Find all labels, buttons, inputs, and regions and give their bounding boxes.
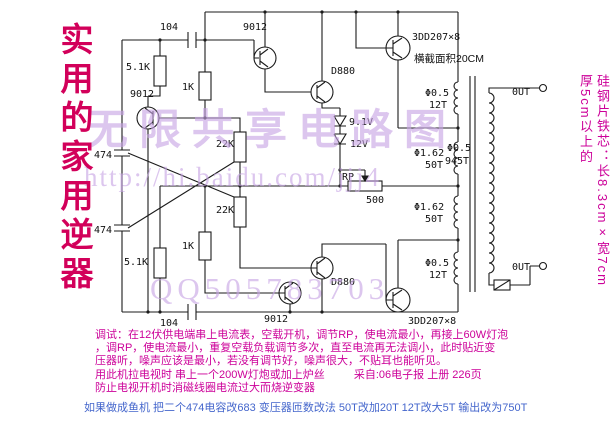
label-winding3-turns: 50T — [425, 214, 443, 225]
transformer-secondary-winding — [488, 92, 495, 274]
label-winding4-wire: Φ0.5 — [425, 258, 449, 269]
core-spec-line1: 硅钢片铁芯：长8.3cm×宽7cm — [595, 74, 610, 287]
transformer-primary-windings — [453, 81, 459, 285]
label-zener-9v1: 9.1V — [349, 117, 373, 128]
output-terminal-bottom — [538, 261, 548, 271]
label-winding1-wire: Φ0.5 — [425, 88, 449, 99]
label-transistor-9012-top: 9012 — [243, 22, 267, 33]
label-secondary-turns: 945T — [445, 156, 469, 167]
source-reference: 采自:06电子报 上册 226页 — [353, 368, 482, 381]
junction-dots — [146, 10, 460, 314]
fuse-symbol — [493, 279, 511, 291]
label-transistor-d880-bottom: D880 — [331, 277, 355, 288]
label-resistor-22k-bottom: 22K — [216, 205, 234, 216]
resistor-1k-top — [198, 71, 212, 101]
debug-notes: 调试：在12伏供电端串上电流表，空载开机，调节RP，使电流最小，再接上60W灯泡… — [95, 329, 610, 395]
title-char: 器 — [60, 257, 94, 293]
potentiometer-rp — [347, 170, 383, 192]
page-title: 实 用 的 家 用 逆 器 — [56, 22, 98, 295]
label-rp: RP — [342, 172, 354, 183]
label-12v: 12V — [350, 139, 368, 150]
label-capacitor-104-top: 104 — [160, 22, 178, 33]
transistor-3dd207-top — [385, 35, 411, 61]
label-capacitor-104-bottom: 104 — [160, 318, 178, 329]
zener-9v1 — [333, 108, 347, 134]
transistor-9012-left — [136, 106, 160, 130]
debug-note-line2: ，调RP，使电流最小，重复空载负载调节多次，直至电流再无法调小，此时贴近变 — [95, 342, 496, 355]
zener-12v — [333, 133, 347, 146]
label-transistor-9012-left: 9012 — [130, 89, 154, 100]
label-3dd207-top: 3DD207×8 — [412, 32, 460, 43]
label-resistor-5k1-top: 5.1K — [126, 62, 150, 73]
debug-note-line4: 用此机拉电视时 串上一个200W灯炮或加上炉丝 采自:06电子报 上册 226页 — [95, 369, 610, 382]
tv-usage-note: 用此机拉电视时 串上一个200W灯炮或加上炉丝 — [95, 368, 325, 381]
label-winding3-wire: Φ1.62 — [414, 202, 444, 213]
debug-note-line5: 防止电视开机时消磁线圈电流过大而烧逆变器 — [95, 381, 315, 394]
label-winding4-turns: 12T — [429, 270, 447, 281]
transistor-d880-bottom — [310, 256, 334, 280]
label-transistor-9012-bottom: 9012 — [264, 314, 288, 325]
capacitor-474-top — [114, 149, 130, 157]
label-rp-value: 500 — [366, 195, 384, 206]
title-char: 的 — [60, 101, 94, 137]
title-char: 家 — [60, 140, 94, 176]
label-3dd207-bottom: 3DD207×8 — [408, 316, 456, 327]
circuit-wires — [121, 11, 539, 313]
label-output-bottom: 0UT — [512, 262, 530, 273]
label-winding2-wire: Φ1.62 — [414, 148, 444, 159]
label-resistor-22k-top: 22K — [216, 139, 234, 150]
label-resistor-5k1-bottom: 5.1K — [124, 257, 148, 268]
debug-note-line3: 压器听，噪声应该是最小，若没有调节好，噪声很大，不贴耳也能听见。 — [95, 355, 447, 368]
label-capacitor-474-top: 474 — [94, 150, 112, 161]
capacitor-104-bottom — [187, 304, 197, 320]
transistor-3dd207-bottom — [385, 287, 411, 313]
label-resistor-1k-top: 1K — [182, 82, 194, 93]
core-spec-note: 硅钢片铁芯：长8.3cm×宽7cm 厚5cm以上的 — [577, 74, 611, 354]
label-capacitor-474-bottom: 474 — [94, 225, 112, 236]
label-winding2-turns: 50T — [425, 160, 443, 171]
debug-note-line1: 调试：在12伏供电端串上电流表，空载开机，调节RP，使电流最小，再接上60W灯泡 — [95, 329, 509, 341]
output-terminal-top — [538, 83, 548, 93]
title-char: 实 — [60, 23, 94, 59]
transistor-9012-top — [253, 46, 277, 70]
label-secondary-wire: Φ0.5 — [447, 143, 471, 154]
resistor-22k-top — [233, 131, 247, 163]
capacitor-474-bottom — [114, 224, 130, 232]
capacitor-104-top — [187, 32, 197, 48]
core-spec-line2: 厚5cm以上的 — [578, 74, 593, 165]
label-core-area: 横截面积20CM — [414, 52, 484, 65]
label-transistor-d880-top: D880 — [331, 66, 355, 77]
transformer-core — [469, 76, 476, 292]
title-char: 用 — [60, 179, 94, 215]
resistor-1k-bottom — [198, 231, 212, 261]
label-winding1-turns: 12T — [429, 100, 447, 111]
transistor-d880-top — [310, 80, 334, 104]
resistor-5k1-top — [153, 55, 167, 87]
resistor-22k-bottom — [233, 196, 247, 228]
fish-machine-note: 如果做成鱼机 把二个474电容改683 变压器匝数改法 50T改加20T 12T… — [84, 402, 528, 414]
label-resistor-1k-bottom: 1K — [182, 241, 194, 252]
title-char: 用 — [60, 62, 94, 98]
title-char: 逆 — [60, 218, 94, 254]
resistor-5k1-bottom — [153, 247, 167, 279]
label-output-top: 0UT — [512, 87, 530, 98]
transistor-9012-bottom — [278, 281, 302, 305]
